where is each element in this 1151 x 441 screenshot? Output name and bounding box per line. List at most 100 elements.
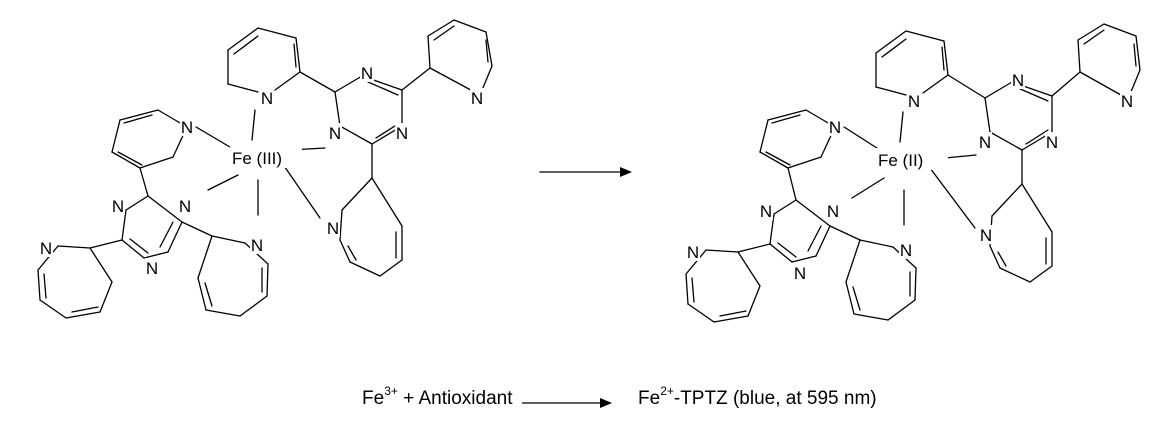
bond-line (687, 303, 715, 323)
bond-line (227, 27, 259, 51)
nitrogen-atom-label: N (900, 241, 912, 260)
nitrogen-atom-label: N (979, 133, 991, 152)
bond-line (347, 245, 357, 261)
iron-center-label: Fe (III) (232, 149, 282, 168)
bond-line (89, 239, 123, 249)
bond-line (984, 81, 1013, 99)
atom-label-background (828, 117, 842, 136)
bond-line (787, 156, 822, 169)
bond-line (139, 156, 174, 169)
bond-line (815, 225, 831, 257)
product-iron-symbol: Fe (638, 388, 661, 409)
bond-line (1017, 87, 1049, 102)
bond-line (759, 119, 769, 153)
bond-line (807, 225, 822, 252)
bond-line (427, 35, 431, 69)
bond-line (929, 167, 976, 229)
atom-label-background (260, 88, 274, 107)
bond-line (485, 39, 489, 63)
bond-line (279, 159, 321, 219)
nitrogen-atom-label: N (179, 197, 191, 216)
bond-line (379, 259, 403, 277)
bond-line (941, 46, 945, 71)
atom-label-background (826, 201, 840, 220)
bond-line (999, 267, 1031, 283)
bond-line (367, 81, 399, 96)
bond-line (299, 71, 336, 93)
atom-label-background (759, 201, 773, 220)
product-charge: 2+ (660, 384, 674, 398)
bond-line (771, 114, 801, 124)
atom-label-background (1120, 91, 1134, 110)
nitrogen-atom-label: N (471, 89, 483, 108)
bond-line (1083, 29, 1105, 45)
nitrogen-atom-label: N (181, 118, 193, 137)
bond-line (944, 154, 977, 159)
atom-label-background (326, 218, 340, 237)
nitrogen-atom-label: N (146, 259, 158, 278)
atom-label-background (328, 123, 342, 142)
bond-line (875, 30, 907, 54)
bond-line (121, 209, 127, 241)
bond-line (211, 235, 246, 244)
atom-label-background (978, 132, 992, 151)
bond-line (905, 30, 945, 42)
bond-line (769, 213, 775, 245)
bond-line (852, 286, 861, 311)
bond-line (339, 239, 351, 263)
atom-label-background (470, 88, 484, 107)
bond-line (773, 199, 797, 215)
atom-label-background (111, 196, 125, 215)
bond-line (914, 267, 917, 301)
bond-line (251, 109, 256, 141)
bond-line (829, 225, 861, 241)
reactant-antioxidant: + Antioxidant (397, 388, 513, 409)
bond-line (227, 83, 259, 93)
nitrogen-atom-label: N (40, 239, 52, 258)
bond-line (791, 255, 817, 263)
atom-label-background (145, 258, 159, 277)
bond-line (274, 71, 301, 91)
nitrogen-atom-label: N (1012, 71, 1024, 90)
bond-line (769, 243, 793, 263)
nitrogen-atom-label: N (251, 236, 263, 255)
bond-line (239, 295, 268, 317)
bond-line (899, 111, 904, 143)
bond-line (685, 249, 707, 275)
bond-line (1051, 71, 1081, 97)
bond-line (989, 245, 1001, 269)
bond-line (121, 239, 145, 259)
reactant-iron-symbol: Fe (362, 388, 385, 409)
bond-line (375, 123, 399, 139)
bond-line (922, 74, 949, 94)
nitrogen-atom-label: N (329, 124, 341, 143)
bond-line (266, 263, 269, 297)
bond-line (845, 281, 855, 315)
bond-line (205, 309, 241, 317)
bond-line (1021, 183, 1053, 233)
atom-label-background (1011, 70, 1025, 89)
bond-line (143, 251, 169, 259)
bond-line (341, 177, 373, 211)
bond-line (433, 25, 455, 41)
bond-line (139, 167, 149, 197)
nitrogen-atom-label: N (112, 197, 124, 216)
bond-line (795, 199, 831, 227)
bond-line (207, 174, 239, 191)
iron-label-background (230, 146, 302, 168)
bond-line (43, 273, 47, 299)
bond-line (1029, 265, 1053, 283)
nitrogen-atom-label: N (829, 118, 841, 137)
iron-center-label: Fe (II) (878, 151, 923, 170)
bond-line (111, 119, 121, 153)
bond-line (71, 306, 99, 313)
bond-line (371, 177, 403, 227)
bond-line (705, 249, 739, 253)
bond-line (334, 75, 363, 93)
bond-line (881, 38, 907, 58)
atom-label-background (907, 91, 921, 110)
bond-line (339, 209, 343, 241)
bond-line (887, 299, 916, 321)
atom-label-background (178, 196, 192, 215)
